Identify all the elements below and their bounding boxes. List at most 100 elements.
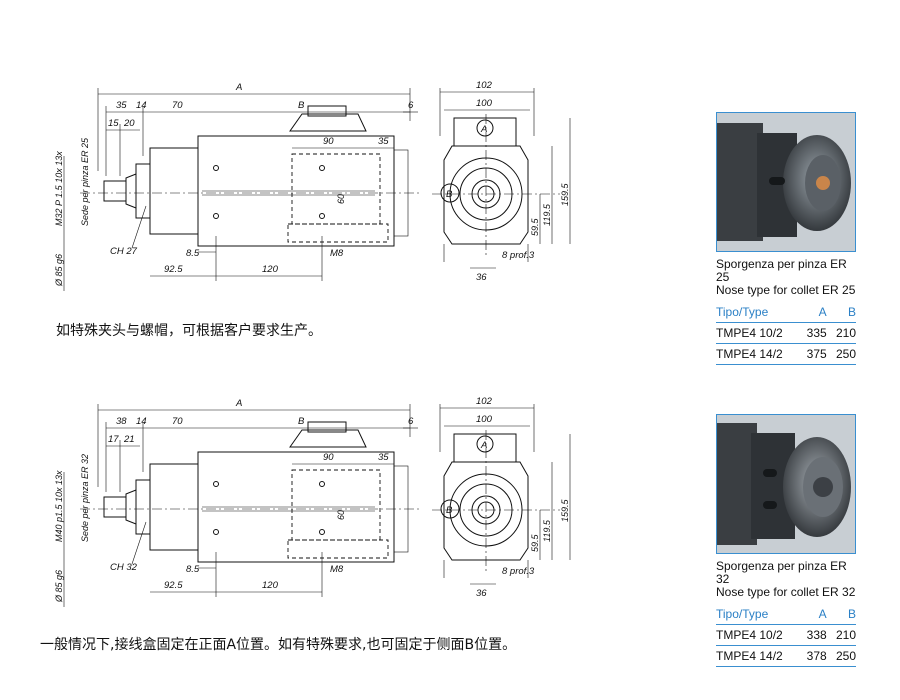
dim-36: 36	[476, 272, 487, 283]
wrench-size: CH 32	[110, 562, 138, 573]
cell-b: 210	[826, 624, 856, 646]
col-type: Tipo/Type	[716, 305, 769, 319]
dim-92-5: 92.5	[164, 580, 183, 591]
dim-102: 102	[476, 396, 493, 407]
prof-note: 8 prof.3	[502, 250, 535, 261]
table-row: TMPE4 14/2 375 250	[716, 343, 856, 365]
spindle-nose-photo-er32	[716, 414, 856, 554]
dim-100: 100	[476, 98, 493, 109]
table-row: TMPE4 10/2 335 210	[716, 322, 856, 344]
cell-b: 210	[826, 322, 856, 344]
dim-m8: M8	[330, 248, 344, 259]
flange-front	[443, 461, 529, 561]
dim-100: 100	[476, 414, 493, 425]
technical-drawing-er32: A B 6 38 14 70 17 21 M40 p1.5 10x 13x Se…	[40, 392, 600, 622]
dim-15: 17	[108, 434, 119, 445]
spec-table-er32: Tipo/Type A B TMPE4 10/2 338 210 TMPE4 1…	[716, 605, 856, 667]
col-a: A	[818, 607, 827, 621]
dim-14: 14	[136, 100, 147, 111]
position-B-mark: B	[446, 505, 453, 516]
spec-table-er25: Tipo/Type A B TMPE4 10/2 335 210 TMPE4 1…	[716, 303, 856, 365]
table-row: TMPE4 10/2 338 210	[716, 624, 856, 646]
spindle-nose-photo-er25	[716, 112, 856, 252]
col-type: Tipo/Type	[716, 607, 769, 621]
product-er25: Sporgenza per pinza ER 25 Nose type for …	[716, 112, 856, 365]
dim-14: 14	[136, 416, 147, 427]
flange-front	[443, 145, 529, 245]
dim-92-5: 92.5	[164, 264, 183, 275]
cell-a: 375	[797, 343, 827, 365]
dim-B: B	[298, 416, 305, 427]
cell-b: 250	[826, 645, 856, 667]
thread-label: M32 P 1.5 10x 13x	[54, 151, 64, 226]
dim-36: 36	[476, 588, 487, 599]
col-b: B	[847, 305, 856, 319]
dim-35b: 35	[378, 136, 389, 147]
nose-type-it: Sporgenza per pinza ER 25	[716, 257, 847, 284]
dim-119-5: 119.5	[542, 203, 552, 226]
dim-6: 6	[408, 100, 414, 111]
dim-6: 6	[408, 416, 414, 427]
cell-a: 338	[797, 624, 827, 646]
dim-m8: M8	[330, 564, 344, 575]
collet-seat-label: Sede per pinza ER 25	[80, 137, 90, 226]
dim-A: A	[235, 82, 242, 93]
diameter-label: Ø 85 g6	[54, 570, 64, 603]
position-B-mark: B	[446, 189, 453, 200]
dim-120: 120	[262, 580, 279, 591]
caption-er25: 如特殊夹头与螺帽，可根据客户要求生产。	[56, 323, 322, 339]
cell-type: TMPE4 14/2	[716, 343, 798, 365]
nose-type-en: Nose type for collet ER 32	[716, 585, 856, 599]
product-er32: Sporgenza per pinza ER 32 Nose type for …	[716, 414, 856, 667]
dim-8-5: 8.5	[186, 248, 200, 259]
dim-59-5: 59.5	[530, 533, 540, 552]
cell-a: 378	[797, 645, 827, 667]
cell-b: 250	[826, 343, 856, 365]
cell-type: TMPE4 14/2	[716, 645, 798, 667]
dim-A: A	[235, 398, 242, 409]
dim-120: 120	[262, 264, 279, 275]
diameter-label: Ø 85 g6	[54, 254, 64, 287]
col-b: B	[847, 607, 856, 621]
dim-60: 60	[336, 510, 346, 520]
col-a: A	[818, 305, 827, 319]
dim-20: 20	[123, 118, 135, 129]
nose-type-it: Sporgenza per pinza ER 32	[716, 559, 847, 586]
terminal-box-outline	[291, 153, 381, 225]
dim-35b: 35	[378, 452, 389, 463]
caption-er32: 一般情况下,接线盒固定在正面A位置。如有特殊要求,也可固定于侧面B位置。	[40, 637, 517, 653]
collet-nose	[103, 180, 127, 202]
dim-60: 60	[336, 194, 346, 204]
position-A-mark: A	[480, 124, 487, 135]
dim-90: 90	[323, 136, 334, 147]
dim-70: 70	[172, 416, 183, 427]
prof-note: 8 prof.3	[502, 566, 535, 577]
wrench-size: CH 27	[110, 246, 138, 257]
terminal-box-outline	[291, 469, 381, 541]
dim-20: 21	[123, 434, 135, 445]
technical-drawing-svg: A B 6 35 14 70 15 20 M32 P 1.5 10x 13x S…	[54, 80, 571, 291]
dim-90: 90	[323, 452, 334, 463]
dim-159-5: 159.5	[560, 182, 570, 206]
thread-label: M40 p1.5 10x 13x	[54, 470, 64, 542]
technical-drawing-er25: A B 6 35 14 70 15 20 M32 P 1.5 10x 13x S…	[40, 76, 600, 306]
dim-59-5: 59.5	[530, 217, 540, 236]
dim-119-5: 119.5	[542, 519, 552, 542]
collet-seat-label: Sede per pinza ER 32	[80, 454, 90, 542]
cell-type: TMPE4 10/2	[716, 624, 798, 646]
table-row: TMPE4 14/2 378 250	[716, 645, 856, 667]
spindle-nose-image	[717, 415, 855, 553]
nose-type-en: Nose type for collet ER 25	[716, 283, 856, 297]
dim-15: 15	[108, 118, 119, 129]
dim-8-5: 8.5	[186, 564, 200, 575]
cell-type: TMPE4 10/2	[716, 322, 798, 344]
dim-35: 35	[116, 100, 127, 111]
dim-70: 70	[172, 100, 183, 111]
dim-B: B	[298, 100, 305, 111]
dim-102: 102	[476, 80, 493, 91]
dim-159-5: 159.5	[560, 498, 570, 522]
collet-nose	[103, 496, 127, 518]
spindle-nose-image	[717, 113, 855, 251]
cell-a: 335	[797, 322, 827, 344]
position-A-mark: A	[480, 440, 487, 451]
